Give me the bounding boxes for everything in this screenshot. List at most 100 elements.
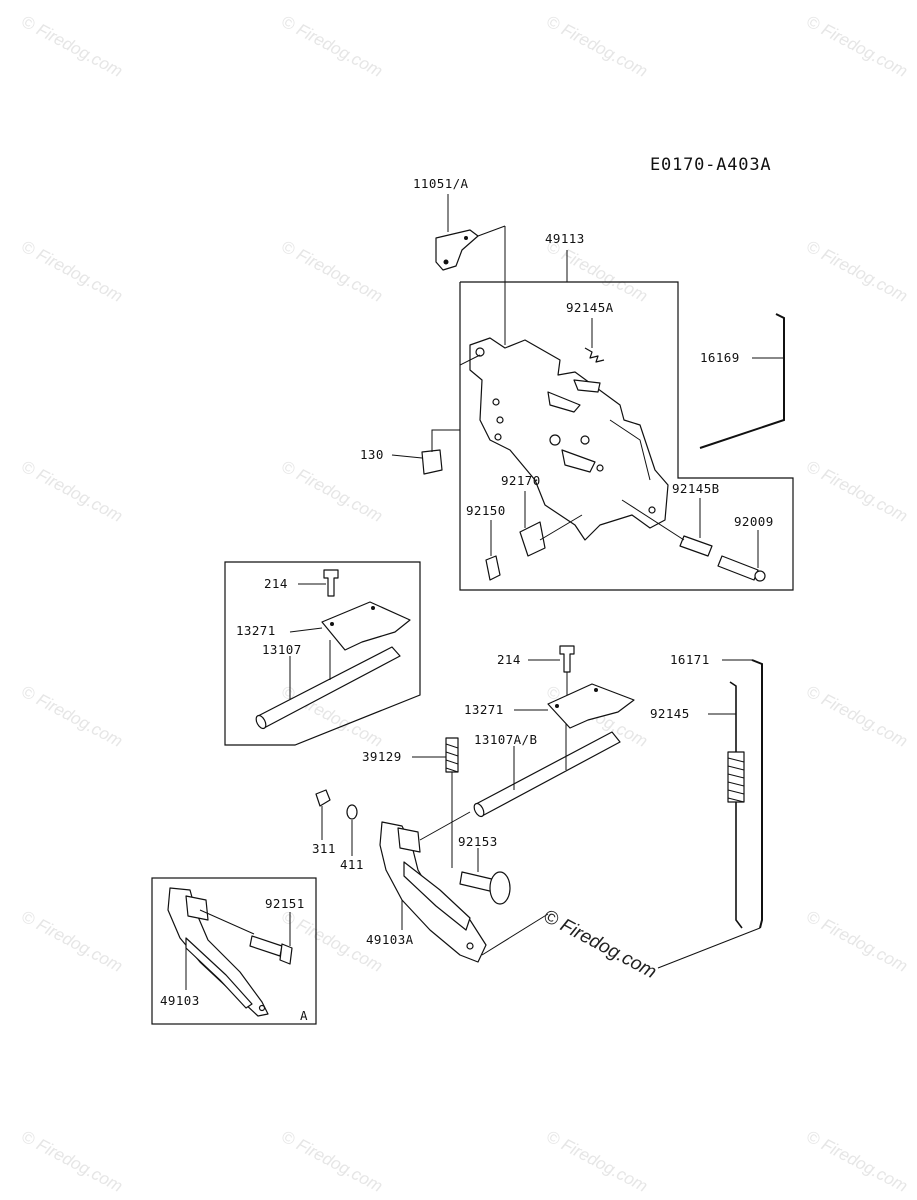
label-130: 130	[360, 447, 384, 462]
label-214-b: 214	[497, 652, 521, 667]
hole	[466, 942, 474, 950]
label-411: 411	[340, 857, 364, 872]
shaft-subassembly-box: 214 13271 13107	[224, 561, 421, 746]
part-control-plate	[469, 337, 669, 541]
hole	[496, 416, 504, 424]
label-49113: 49113	[545, 231, 585, 246]
part-tab	[573, 379, 601, 393]
leader-lever-shaft	[199, 909, 255, 935]
part-lever-lower	[561, 449, 596, 473]
hole	[464, 236, 468, 240]
shaft-end	[473, 802, 485, 818]
lever-subassembly-a: 92151 49103 A	[151, 877, 317, 1025]
label-13271-b: 13271	[464, 702, 504, 717]
part-screw-214-b	[559, 645, 575, 673]
leader-11051a-b	[477, 225, 506, 237]
hole	[580, 435, 590, 445]
hole	[371, 606, 375, 610]
shaft-end	[255, 714, 267, 730]
part-bolt-92151	[249, 935, 283, 957]
part-92170	[519, 521, 546, 557]
subassembly-frame	[224, 561, 421, 746]
watermark: © Firedog.com	[18, 12, 126, 81]
label-214-a: 214	[264, 576, 288, 591]
diagram-code: E0170-A403A	[650, 155, 771, 175]
leader-92145b-b	[621, 499, 685, 541]
hole	[549, 434, 561, 446]
part-screw-92009	[717, 555, 759, 581]
plate-edge-detail	[609, 419, 651, 481]
label-92145a: 92145A	[566, 300, 614, 315]
rod-spring-group: 16171 92145	[650, 652, 763, 969]
lever-tab	[185, 895, 209, 921]
part-bolt-130-head	[421, 449, 443, 475]
label-13107: 13107	[262, 642, 302, 657]
watermark: © Firedog.com	[803, 682, 911, 751]
part-lever-upper	[547, 391, 581, 413]
watermark: © Firedog.com	[803, 907, 911, 976]
label-13107ab: 13107A/B	[474, 732, 537, 747]
label-39129: 39129	[362, 749, 402, 764]
part-spring-92145a	[584, 347, 605, 363]
label-92145: 92145	[650, 706, 690, 721]
hole	[492, 398, 500, 406]
control-plate-assembly: 49113 11051/A 92145A 130	[360, 176, 794, 591]
watermark: © Firedog.com	[278, 1127, 386, 1196]
screw-head	[754, 570, 766, 582]
leader-92170-b	[539, 514, 583, 541]
watermark: © Firedog.com	[18, 682, 126, 751]
watermark-main: © Firedog.com	[540, 906, 660, 983]
hole	[330, 622, 334, 626]
subassembly-a-frame	[151, 877, 317, 1025]
assembly-49113-frame	[459, 281, 794, 591]
label-311: 311	[312, 841, 336, 856]
nut-washer-group: 311 411	[312, 789, 364, 872]
bolt-head	[279, 943, 293, 965]
watermark: © Firedog.com	[803, 12, 911, 81]
part-bolt-92150	[485, 555, 501, 581]
watermark: © Firedog.com	[18, 1127, 126, 1196]
part-screw-214-a	[323, 569, 339, 597]
leader-13271-a	[289, 627, 323, 633]
pin-head	[489, 871, 511, 905]
watermark: © Firedog.com	[543, 1127, 651, 1196]
lower-shaft-group: 214 13271 13107A/B 39129	[362, 645, 635, 868]
part-spring-92145b	[679, 535, 713, 557]
hole	[494, 433, 502, 441]
spring-coils	[445, 743, 459, 773]
part-rod-16171	[751, 659, 763, 929]
watermark: © Firedog.com	[18, 237, 126, 306]
hole	[596, 464, 604, 472]
label-11051a: 11051/A	[413, 176, 469, 191]
leader-lever-link	[481, 913, 549, 956]
part-plate-13271-a	[321, 601, 411, 651]
label-49103a: 49103A	[366, 932, 414, 947]
label-92170: 92170	[501, 473, 541, 488]
hole	[555, 704, 559, 708]
hole	[594, 688, 598, 692]
lever-tab	[397, 827, 421, 853]
label-13271-a: 13271	[236, 623, 276, 638]
watermark: © Firedog.com	[278, 237, 386, 306]
label-92150: 92150	[466, 503, 506, 518]
part-rod-16169	[699, 313, 785, 449]
watermark: © Firedog.com	[803, 237, 911, 306]
watermark: © Firedog.com	[278, 12, 386, 81]
hole	[258, 1004, 266, 1012]
leader-rod-link	[657, 927, 761, 969]
part-bracket-11051a	[435, 229, 479, 271]
label-16169: 16169	[700, 350, 740, 365]
watermark: © Firedog.com	[543, 237, 651, 306]
watermark: © Firedog.com	[803, 457, 911, 526]
spring-coils	[727, 757, 745, 803]
part-nut-311	[315, 789, 331, 807]
subassembly-tag-a: A	[300, 1008, 308, 1023]
label-92145b: 92145B	[672, 481, 720, 496]
lever-slot	[403, 861, 471, 931]
label-49103: 49103	[160, 993, 200, 1008]
label-92153: 92153	[458, 834, 498, 849]
leader-bolt-130	[431, 354, 481, 452]
watermark: © Firedog.com	[18, 907, 126, 976]
